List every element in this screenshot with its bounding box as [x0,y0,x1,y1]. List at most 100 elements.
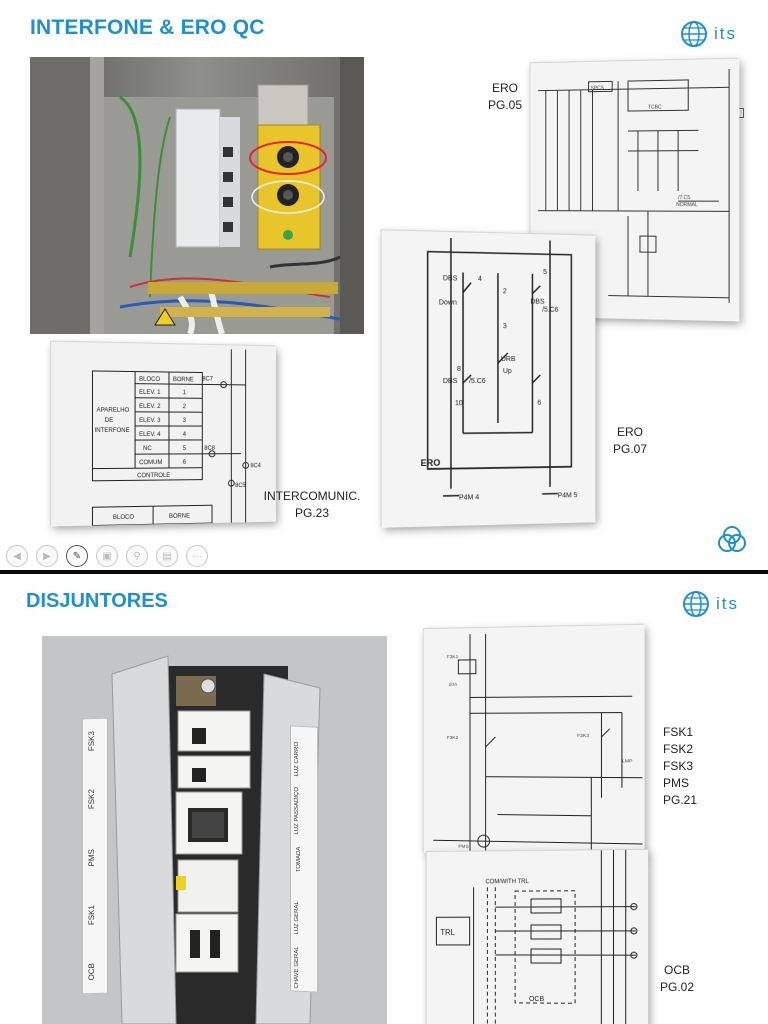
corner-logo [716,526,748,561]
breaker-label: FSK3 [87,731,96,751]
svg-text:SPCS: SPCS [591,85,605,91]
caption-line: FSK1 [663,724,713,741]
svg-text:PMS: PMS [458,844,469,850]
triangle-left-icon: ◀ [13,551,21,562]
num-label: 4 [478,276,482,283]
caption-line: ERO [480,80,530,97]
table-cell: ELEV. 4 [139,432,161,438]
ellipsis-icon: ··· [192,551,202,562]
num-label: 2 [503,288,507,295]
caption-line: PG.05 [480,97,530,114]
caption-line: PG.21 [663,792,713,809]
num-label: 10 [455,400,463,407]
comwith-label: COM/WITH TRL [485,879,529,885]
caption-line: OCB [657,962,697,979]
svg-text:F3K2: F3K2 [447,735,459,741]
logo-text: its [714,24,737,44]
table-cell: ELEV. 2 [139,404,161,410]
presentation-toolbar: ◀ ▶ ✎ ▣ ⚲ ▤ ··· [6,545,208,567]
magnifier-icon: ⚲ [133,551,140,562]
globe-icon [680,20,708,48]
breaker-label: FSK1 [87,905,96,925]
svg-text:TCBC: TCBC [648,105,662,111]
its-logo: its [680,20,737,48]
triangle-right-icon: ▶ [43,551,51,562]
logo-text: its [716,594,739,614]
terminal-label: 8C5 [235,483,246,489]
table-cell: NC [143,446,152,452]
right-label-strip: LUZ CARRO LUZ PASSADIÇO TOMADA LUZ GERAL… [290,725,318,992]
caption-line: PMS [663,775,713,792]
subtitles-button[interactable]: ▤ [156,545,178,567]
up-label: Up [503,368,512,375]
ero-pg05-caption: ERO PG.05 [480,80,530,114]
ero-pg07-caption: ERO PG.07 [605,424,655,458]
intercom-pg23-caption: INTERCOMUNIC. PG.23 [252,488,372,522]
footer-label: BLOCO [113,515,134,521]
terminal-label: 8C4 [250,463,261,469]
pen-tool-button[interactable]: ✎ [66,545,88,567]
caption-line: PG.23 [252,505,372,522]
num-label: 3 [503,323,507,330]
ref-mid-label: /5.C6 [469,378,486,385]
slide-title: INTERFONE & ERO QC [30,16,265,40]
slide-disjuntores: DISJUNTORES its [0,574,768,1024]
svg-text:LMP: LMP [622,758,633,764]
caption-line: PG.07 [605,441,655,458]
terminal-label: 8C8 [204,446,215,452]
ref-top-label: /5.C6 [542,307,558,314]
see-all-slides-button[interactable]: ▣ [96,545,118,567]
table-cell: ELEV. 1 [139,390,161,396]
previous-slide-button[interactable]: ◀ [6,545,28,567]
ocb-pg02-caption: OCB PG.02 [657,962,697,996]
table-header: BORNE [173,377,194,383]
breaker-label: LUZ PASSADIÇO [294,784,300,834]
breaker-label: OCB [87,963,96,981]
ocb-diagram-label: OCB [529,996,544,1003]
table-cell: COMUM [139,460,162,466]
breaker-label: TOMADA [296,847,302,873]
caption-line: FSK3 [663,758,713,775]
terminal-label: 8C7 [202,377,213,383]
slide-title: DISJUNTORES [26,590,168,613]
svg-text:F3K3: F3K3 [577,733,589,739]
caption-line: FSK2 [663,741,713,758]
num-label: 6 [537,400,541,407]
control-box-photo [30,57,364,334]
num-label: 5 [543,269,547,276]
intercom-pg23-schematic: BLOCO BORNE APARELHO DE INTERFONE ELEV. … [50,341,275,526]
table-cell: CONTROLE [137,473,170,479]
pin4-label: P4M 4 [459,494,479,501]
next-slide-button[interactable]: ▶ [36,545,58,567]
breaker-label: PMS [87,849,96,867]
breaker-label: FSK2 [87,789,96,809]
row-label: INTERFONE [95,428,130,434]
num-label: 8 [457,366,461,373]
svg-text:20A: 20A [449,682,458,688]
its-logo: its [682,590,739,618]
left-label-strip: FSK3 FSK2 PMS FSK1 OCB [82,718,108,995]
ero-label: ERO [421,458,441,468]
breaker-label: CHAVE GERAL [294,944,300,988]
subtitle-icon: ▤ [162,551,171,562]
trl-label: TRL [440,928,455,937]
breaker-label: LUZ GERAL [294,894,300,934]
table-cell: ELEV. 3 [139,418,161,424]
ocb-pg02-schematic: TRL COM/WITH TRL OCB [426,849,647,1024]
svg-text:/7.C5: /7.C5 [678,195,690,201]
svg-text:F3K1: F3K1 [447,654,459,660]
caption-line: PG.02 [657,979,697,996]
ero-pg07-schematic: DBS Down DBS /5.C6 URB Up DBS /5.C6 ERO … [381,229,595,527]
down-label: Down [439,299,457,306]
pin5-label: P4M 5 [558,492,578,499]
slides-icon: ▣ [102,551,111,562]
pen-icon: ✎ [73,551,81,562]
table-header: BLOCO [139,377,160,383]
zoom-button[interactable]: ⚲ [126,545,148,567]
more-options-button[interactable]: ··· [186,545,208,567]
caption-line: ERO [605,424,655,441]
slide-interfone-ero: INTERFONE & ERO QC its [0,0,768,570]
breaker-panel-photo: FSK3 FSK2 PMS FSK1 OCB LUZ CARRO LUZ PAS… [42,636,387,1024]
dbs-top-label: DBS [443,275,458,282]
dbs-right-label: DBS [530,299,544,306]
